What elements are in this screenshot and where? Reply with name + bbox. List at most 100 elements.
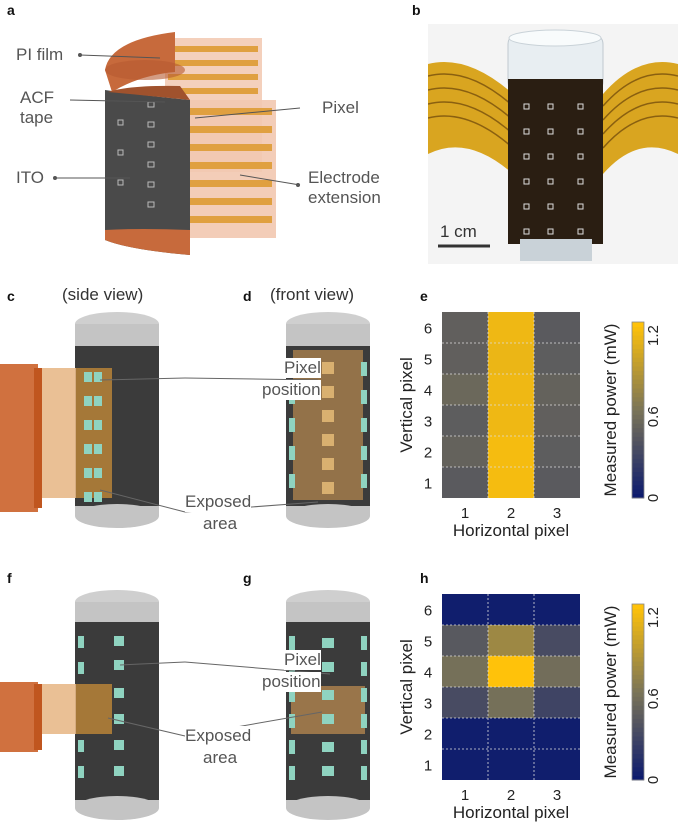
h-cbar-label: Measured power (mW) (601, 606, 620, 779)
h-ytick-2: 2 (424, 727, 432, 744)
e-cbar-seg-6 (632, 467, 644, 473)
panel-letter-f: f (7, 570, 12, 586)
h-cell-r1-c1 (442, 749, 488, 780)
panel-letter-d: d (243, 288, 252, 304)
e-cbar-seg-19 (632, 410, 644, 415)
e-cbar-seg-1 (632, 489, 644, 495)
e-cbar-seg-8 (632, 458, 644, 464)
e-cbar-seg-10 (632, 449, 644, 455)
pixel-marks (117, 101, 155, 208)
label-pi-film: PI film (16, 45, 64, 64)
h-ytick-4: 4 (424, 665, 432, 682)
ito-shape (105, 90, 190, 255)
panel-a-schematic (53, 32, 301, 255)
h-cbar-tick-0.6: 0.6 (645, 688, 662, 709)
e-cbar-seg-36 (632, 335, 644, 341)
e-xlabel: Horizontal pixel (453, 521, 569, 540)
e-cbar-seg-7 (632, 462, 644, 468)
panel-letter-e: e (420, 288, 428, 304)
h-cell-r5-c1 (442, 625, 488, 656)
label-electrode: Electrode (308, 168, 380, 187)
h-cell-r5-c2 (488, 625, 534, 656)
electrode-strips-back (168, 46, 258, 94)
e-cell-r5-c1 (442, 343, 488, 374)
h-cell-r2-c1 (442, 718, 488, 749)
device-photo (428, 24, 678, 264)
h-cbar-seg-11 (632, 727, 644, 733)
e-cbar-seg-33 (632, 348, 644, 354)
e-cell-r1-c2 (488, 467, 534, 498)
e-cell-r3-c1 (442, 405, 488, 436)
e-cbar-tick-0: 0 (645, 494, 662, 502)
e-ytick-5: 5 (424, 352, 432, 369)
h-cbar-seg-9 (632, 736, 644, 741)
label-exposed-g1: Exposed (185, 726, 252, 746)
h-cbar-seg-18 (632, 696, 644, 702)
h-cbar-seg-30 (632, 643, 644, 649)
h-cell-r6-c3 (534, 594, 580, 625)
h-cbar-seg-13 (632, 718, 644, 724)
h-cbar-seg-24 (632, 670, 644, 675)
pixel-column (84, 372, 102, 502)
scale-bar-label: 1 cm (440, 222, 477, 241)
panel-letter-b: b (412, 2, 421, 18)
panel-g-schematic (286, 590, 370, 820)
e-xtick-1: 1 (461, 505, 469, 522)
e-cbar-seg-11 (632, 445, 644, 451)
e-cbar-seg-18 (632, 414, 644, 420)
e-cbar-seg-23 (632, 392, 644, 398)
h-cbar-seg-32 (632, 634, 644, 640)
e-cell-r4-c3 (534, 374, 580, 405)
e-cbar-seg-38 (632, 326, 644, 332)
label-pixel-d2: position (262, 380, 321, 400)
e-ytick-2: 2 (424, 445, 432, 462)
electrode-strips-front (180, 108, 272, 223)
h-cbar-seg-6 (632, 749, 644, 755)
h-cbar-seg-29 (632, 648, 644, 653)
h-xtick-2: 2 (507, 787, 515, 804)
e-cell-r6-c2 (488, 312, 534, 343)
e-cbar-seg-31 (632, 357, 644, 363)
h-cbar-seg-12 (632, 722, 644, 728)
h-cbar-seg-21 (632, 683, 644, 689)
h-cbar-seg-34 (632, 626, 644, 631)
e-cell-r5-c3 (534, 343, 580, 374)
e-cell-r1-c1 (442, 467, 488, 498)
h-cbar-seg-2 (632, 766, 644, 772)
e-cbar-seg-20 (632, 405, 644, 411)
e-ylabel: Vertical pixel (397, 357, 416, 452)
label-pixel-d1: Pixel (284, 358, 321, 378)
caption-side-view: (side view) (62, 285, 144, 304)
e-cell-r6-c1 (442, 312, 488, 343)
h-cbar-seg-28 (632, 652, 644, 658)
panel-f-schematic (0, 590, 159, 820)
e-cell-r4-c1 (442, 374, 488, 405)
h-cbar-seg-23 (632, 674, 644, 680)
h-cbar-seg-31 (632, 639, 644, 645)
e-cell-r4-c2 (488, 374, 534, 405)
h-ytick-6: 6 (424, 603, 432, 620)
e-cell-r6-c3 (534, 312, 580, 343)
h-ytick-5: 5 (424, 634, 432, 651)
label-extension: extension (308, 188, 381, 207)
h-cell-r4-c1 (442, 656, 488, 687)
label-acf: ACF (20, 88, 54, 107)
h-cell-r4-c3 (534, 656, 580, 687)
h-cbar-seg-14 (632, 714, 644, 719)
label-pixel-a: Pixel (322, 98, 359, 117)
h-cbar-seg-39 (632, 604, 644, 609)
h-cell-r2-c2 (488, 718, 534, 749)
h-xtick-1: 1 (461, 787, 469, 804)
e-cbar-seg-16 (632, 423, 644, 429)
e-cbar-seg-4 (632, 476, 644, 481)
e-cbar-seg-32 (632, 352, 644, 358)
h-cbar-seg-38 (632, 608, 644, 614)
e-cbar-seg-37 (632, 330, 644, 336)
e-cbar-seg-24 (632, 388, 644, 393)
e-cbar-seg-0 (632, 493, 644, 499)
e-cbar-tick-0.6: 0.6 (645, 406, 662, 427)
h-cbar-seg-35 (632, 621, 644, 627)
panel-letter-h: h (420, 570, 429, 586)
h-cell-r4-c2 (488, 656, 534, 687)
h-cbar-seg-19 (632, 692, 644, 697)
